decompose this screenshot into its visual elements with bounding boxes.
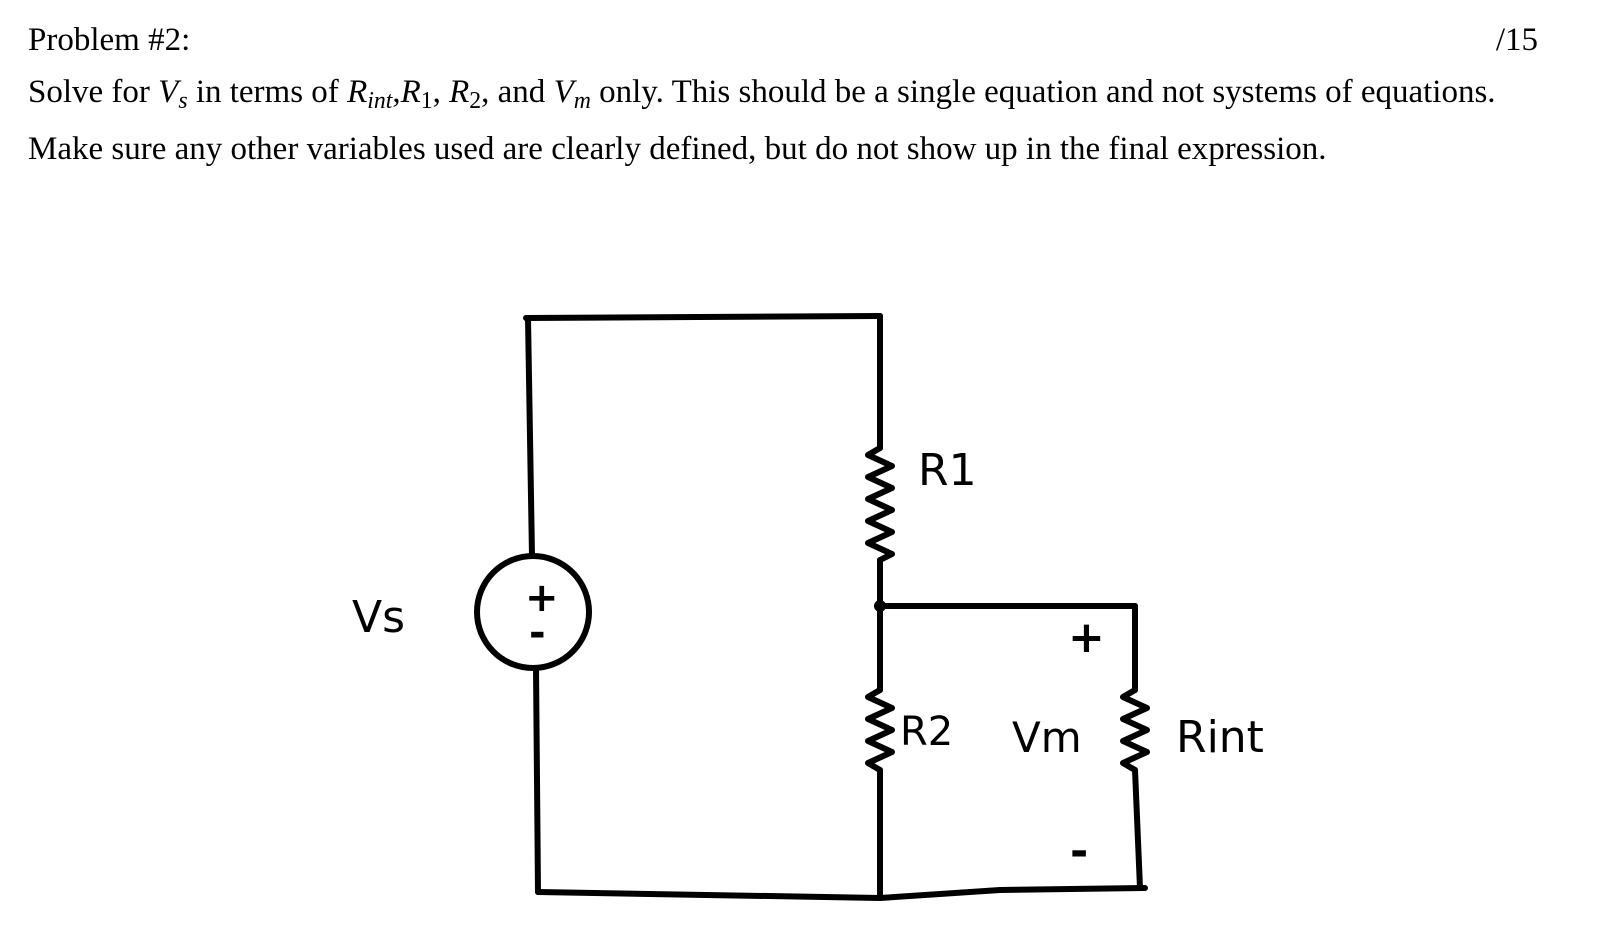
label-r2: R2 <box>900 709 953 755</box>
node-dot <box>874 600 886 612</box>
var-r2: R2 <box>449 74 482 114</box>
label-vs: Vs <box>352 592 405 643</box>
wire-left-top <box>525 315 535 559</box>
wire-branch-right-lower <box>1132 767 1143 891</box>
problem-header: Problem #2: /15 <box>28 20 1538 60</box>
problem-score: /15 <box>1495 22 1538 58</box>
resistor-r1 <box>865 445 895 563</box>
resistor-rint <box>1120 687 1150 773</box>
source-plus: + <box>525 575 559 621</box>
label-vm-plus: + <box>1068 612 1105 663</box>
statement-text-2: in terms of <box>187 74 348 110</box>
var-vm: Vm <box>553 74 591 114</box>
comma-1: , <box>392 74 401 110</box>
source-minus: - <box>529 610 546 656</box>
var-rint: Rint <box>347 74 393 114</box>
var-r1: R1 <box>400 74 433 114</box>
label-rint: Rint <box>1176 712 1264 763</box>
label-vm-minus: - <box>1070 826 1088 877</box>
resistor-r2 <box>865 687 895 773</box>
label-vm: Vm <box>1012 713 1082 762</box>
statement-text-3: , and <box>481 74 554 110</box>
label-r1: R1 <box>918 445 977 496</box>
statement-text-1: Solve for <box>28 74 159 110</box>
problem-statement: Solve for Vs in terms of Rint,R1, R2, an… <box>28 68 1548 173</box>
wire-bottom <box>535 885 1148 901</box>
var-vs: Vs <box>158 74 188 114</box>
wire-left-bottom <box>533 665 541 895</box>
comma-2: , <box>432 74 450 110</box>
wire-top <box>523 313 883 321</box>
problem-title: Problem #2: <box>28 22 191 58</box>
statement-text-4: only. This should be a single equation a… <box>28 74 1496 167</box>
voltage-source <box>474 553 592 671</box>
